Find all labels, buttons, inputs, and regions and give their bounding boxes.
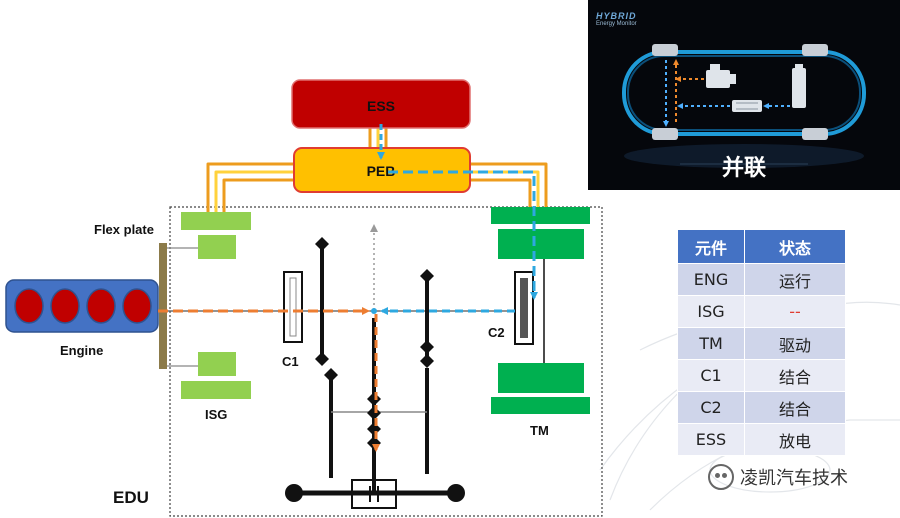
row-component: ENG xyxy=(677,263,745,296)
c2-label: C2 xyxy=(488,325,505,340)
isg-top-inner xyxy=(198,235,236,259)
row-component: C1 xyxy=(677,359,745,392)
c2-plate xyxy=(520,278,528,338)
table-row: ESS 放电 xyxy=(677,423,846,456)
gear-output-2 xyxy=(367,406,381,420)
car-outline-icon xyxy=(622,50,866,136)
watermark-text: 凌凯汽车技术 xyxy=(740,468,848,489)
gear-left-bottom xyxy=(315,352,329,366)
hybrid-logo-title: HYBRID xyxy=(596,11,637,21)
wheel-icon xyxy=(652,44,678,56)
cylinder-1 xyxy=(14,288,44,324)
c1-clutch xyxy=(283,271,303,343)
cylinder-2 xyxy=(50,288,80,324)
c1-plate xyxy=(289,277,297,337)
row-state: 结合 xyxy=(744,359,846,392)
wheel-icon xyxy=(802,128,828,140)
gear-right-low xyxy=(420,354,434,368)
status-table-header: 元件 状态 xyxy=(677,229,846,264)
row-state: -- xyxy=(744,295,846,328)
battery-icon xyxy=(792,64,806,108)
energy-monitor-graphic xyxy=(622,44,866,168)
motor-icon xyxy=(732,100,762,112)
isg-bottom-inner xyxy=(198,352,236,376)
differential-box xyxy=(351,479,397,509)
peb-to-tm-flow xyxy=(388,170,538,300)
gear-countershaft-left xyxy=(324,368,338,382)
tm-label: TM xyxy=(530,423,549,438)
row-state: 驱动 xyxy=(744,327,846,360)
peb-label: PEB xyxy=(367,163,396,179)
energy-monitor-inset: HYBRID Energy Monitor 并联 xyxy=(588,0,900,190)
row-state: 放电 xyxy=(744,423,846,456)
wheel-left xyxy=(285,484,303,502)
row-component: ISG xyxy=(677,295,745,328)
isg-top-outer xyxy=(181,212,251,230)
component-status-table: 元件 状态 ENG 运行 ISG -- TM 驱动 C1 结合 C2 结合 ES… xyxy=(677,229,846,456)
c1-label: C1 xyxy=(282,354,299,369)
hybrid-logo-subtitle: Energy Monitor xyxy=(596,21,637,27)
header-state: 状态 xyxy=(744,229,846,264)
drive-mode-label: 并联 xyxy=(721,156,766,181)
wheel-icon xyxy=(802,44,828,56)
table-row: C2 结合 xyxy=(677,391,846,424)
row-component: ESS xyxy=(677,423,745,456)
row-state: 结合 xyxy=(744,391,846,424)
hv-cable-right xyxy=(470,162,548,208)
isg-label: ISG xyxy=(205,407,227,422)
tm-bottom-outer xyxy=(491,397,590,414)
wechat-watermark: 凌凯汽车技术 xyxy=(708,464,848,490)
wheel-right xyxy=(447,484,465,502)
gear-output-4 xyxy=(367,436,381,450)
engine-label: Engine xyxy=(60,343,103,358)
power-junction xyxy=(371,308,377,314)
cylinder-3 xyxy=(86,288,116,324)
table-row: ENG 运行 xyxy=(677,263,846,296)
wechat-icon xyxy=(708,464,734,490)
flex-plate-label: Flex plate xyxy=(94,222,154,237)
ess-label: ESS xyxy=(367,98,395,114)
gear-right-mid xyxy=(420,340,434,354)
gear-output-3 xyxy=(367,422,381,436)
row-component: C2 xyxy=(677,391,745,424)
flex-plate xyxy=(159,243,167,369)
hybrid-logo: HYBRID Energy Monitor xyxy=(596,11,637,28)
tm-top-inner xyxy=(498,229,584,259)
tm-bottom-inner xyxy=(498,363,584,393)
tm-top-outer xyxy=(491,207,590,224)
gear-right-top xyxy=(420,269,434,283)
table-row: TM 驱动 xyxy=(677,327,846,360)
engine-icon xyxy=(706,64,736,88)
hv-cable-ess-peb xyxy=(368,128,388,148)
cylinder-4 xyxy=(122,288,152,324)
hv-cable-left xyxy=(206,162,294,213)
edu-label: EDU xyxy=(113,488,149,507)
engine-block xyxy=(5,279,159,333)
edu-boundary xyxy=(169,206,603,517)
isg-bottom-outer xyxy=(181,381,251,399)
row-component: TM xyxy=(677,327,745,360)
header-component: 元件 xyxy=(677,229,745,264)
row-state: 运行 xyxy=(744,263,846,296)
gear-left-top xyxy=(315,237,329,251)
table-row: ISG -- xyxy=(677,295,846,328)
table-row: C1 结合 xyxy=(677,359,846,392)
wheel-icon xyxy=(652,128,678,140)
gear-output-1 xyxy=(367,392,381,406)
